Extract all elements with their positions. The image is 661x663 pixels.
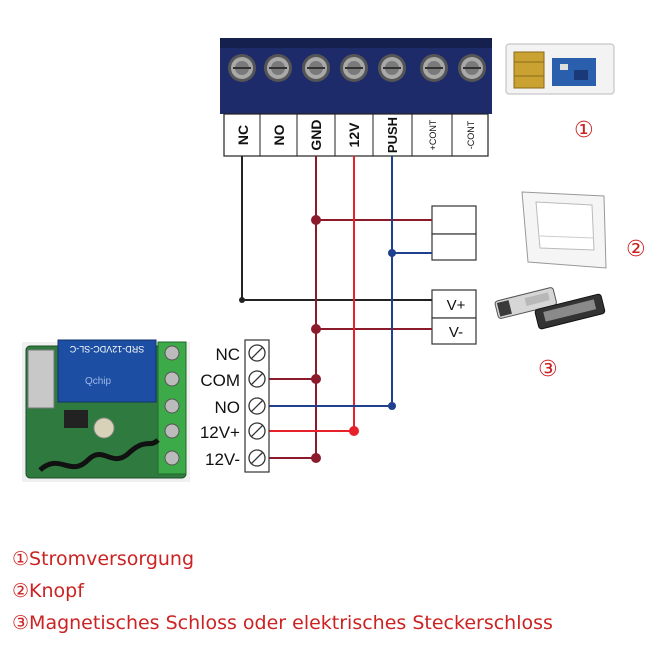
- wire-12v: [268, 156, 355, 432]
- relay-module-image: SRD-12VDC-SL-C Qchip: [22, 339, 190, 482]
- legend-text: Knopf: [29, 580, 84, 602]
- marker-power-supply: ①: [574, 118, 594, 143]
- relay-brand-text: Qchip: [85, 376, 112, 387]
- top-terminal-label-no: NO: [271, 124, 287, 145]
- module-terminal-label-12v-plus: 12V+: [200, 423, 240, 442]
- wire-nc-to-v-plus: [241, 156, 432, 301]
- relay-component: SRD-12VDC-SL-C Qchip: [57, 339, 157, 403]
- junction-dots: [239, 215, 396, 463]
- terminal-label-strip: NC NO GND 12V PUSH +CONT -CONT: [223, 113, 489, 157]
- legend-item-power-supply: ①Stromversorgung: [12, 548, 194, 570]
- relay-model-text: SRD-12VDC-SL-C: [69, 344, 144, 354]
- legend-number: ②: [12, 580, 30, 602]
- top-terminal-label-nc: NC: [235, 125, 251, 145]
- module-terminal-label-nc: NC: [215, 345, 240, 364]
- legend-item-button: ②Knopf: [12, 580, 84, 602]
- legend-number: ①: [12, 548, 30, 570]
- top-terminal-label-gnd: GND: [308, 119, 324, 150]
- wall-button-image: [521, 191, 607, 269]
- module-terminal-strip: NC COM NO 12V+ 12V-: [200, 339, 270, 473]
- lock-terminal-v-minus: V-: [449, 324, 463, 341]
- legend-text: Magnetisches Schloss oder elektrisches S…: [29, 612, 553, 634]
- wire-push: [268, 156, 393, 407]
- power-supply-image: [505, 43, 615, 95]
- top-terminal-label-minus-cont: -CONT: [466, 120, 476, 149]
- module-terminal-label-12v-minus: 12V-: [205, 450, 240, 469]
- module-terminal-label-com: COM: [200, 371, 240, 390]
- top-terminal-label-12v: 12V: [346, 122, 362, 148]
- legend-number: ③: [12, 612, 30, 634]
- power-supply-terminal-block: [220, 38, 492, 114]
- module-terminal-screws: [248, 344, 266, 467]
- electric-lock-image: [494, 287, 606, 330]
- legend-text: Stromversorgung: [29, 548, 195, 570]
- button-terminals: [431, 205, 477, 261]
- marker-button: ②: [626, 237, 646, 262]
- lock-terminal-v-plus: V+: [447, 297, 466, 314]
- marker-lock: ③: [538, 357, 558, 382]
- wires: [241, 156, 432, 459]
- top-terminal-label-plus-cont: +CONT: [428, 119, 438, 150]
- module-green-terminals: [157, 341, 187, 475]
- antenna-coil: [38, 438, 160, 472]
- legend-item-lock: ③Magnetisches Schloss oder elektrisches …: [12, 612, 553, 634]
- terminal-screws: [228, 54, 486, 82]
- module-terminal-label-no: NO: [215, 398, 241, 417]
- lock-terminals: V+ V-: [431, 289, 477, 345]
- top-terminal-label-push: PUSH: [385, 117, 400, 153]
